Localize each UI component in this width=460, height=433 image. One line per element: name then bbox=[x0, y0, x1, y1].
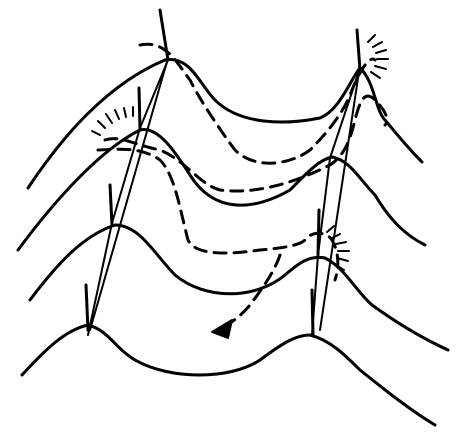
arrow-head bbox=[212, 320, 232, 338]
wave-line-4 bbox=[22, 325, 435, 425]
wave-line-3 bbox=[30, 225, 448, 350]
peak-tick-6 bbox=[86, 285, 88, 330]
connector-left-long bbox=[90, 58, 168, 330]
hatch-burst-top-right bbox=[368, 35, 388, 78]
peak-tick-2 bbox=[357, 30, 360, 70]
dashed-path-upper bbox=[140, 44, 375, 163]
peak-tick-3 bbox=[139, 88, 140, 130]
peak-tick-7 bbox=[312, 290, 313, 335]
peak-tick-4 bbox=[110, 185, 112, 225]
connector-left-bottom bbox=[88, 223, 112, 335]
hatch-burst-left bbox=[92, 107, 133, 135]
dashed-path-lower bbox=[98, 149, 338, 280]
